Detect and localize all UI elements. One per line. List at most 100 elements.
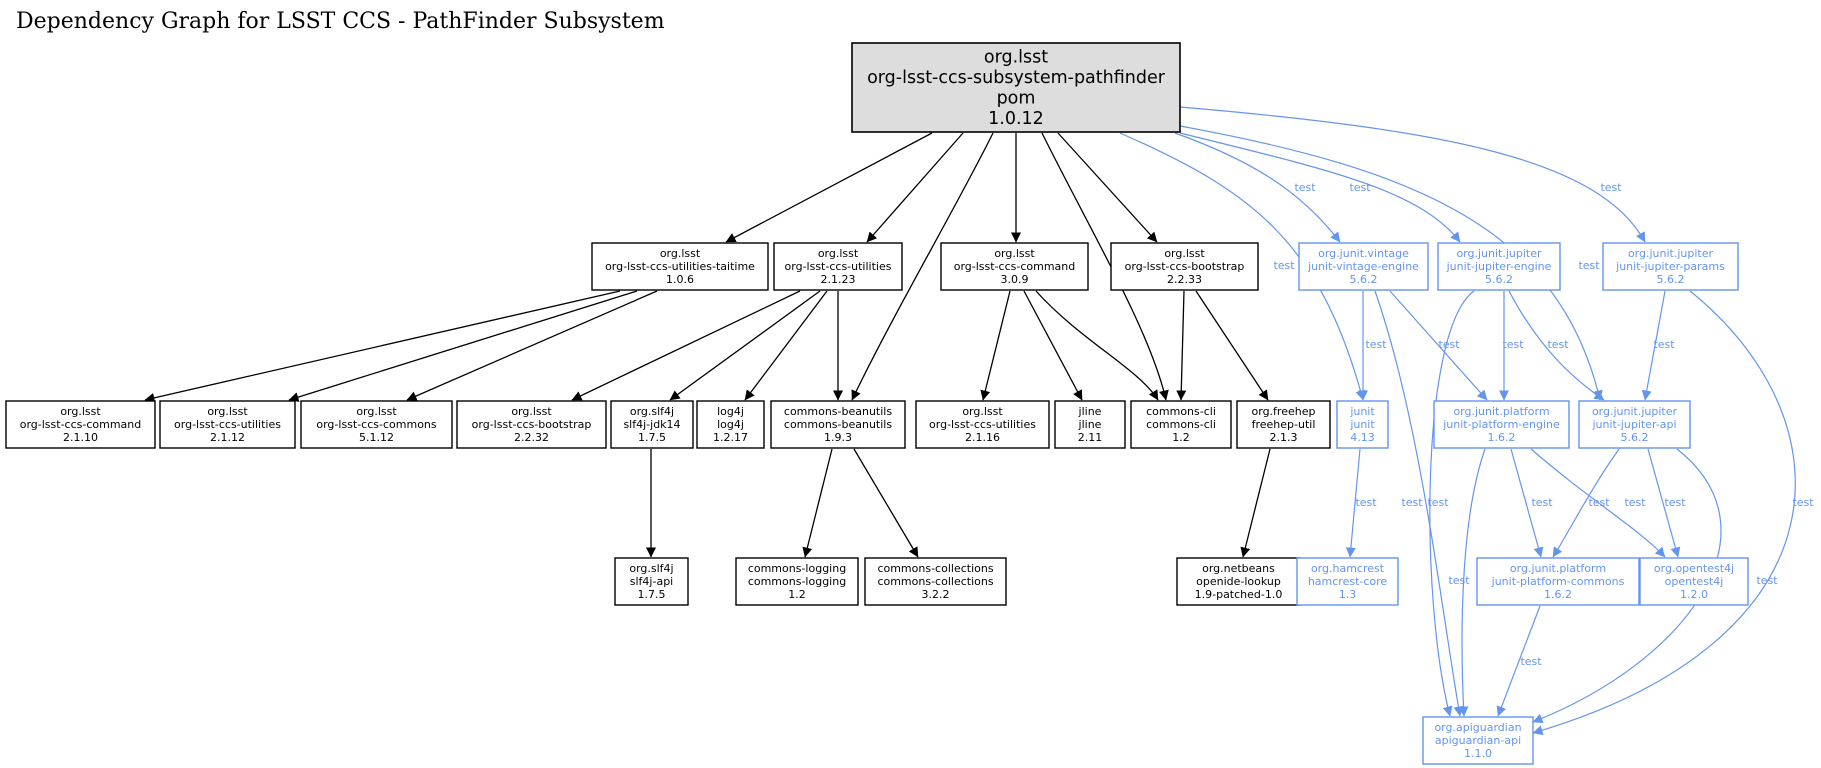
- node-label-line: 1.6.2: [1488, 431, 1516, 444]
- node-label-line: 5.6.2: [1657, 273, 1685, 286]
- node-label-line: 1.2.0: [1680, 588, 1708, 601]
- edge-root-to-util2123: [866, 132, 964, 243]
- node-label-line: freehep-util: [1252, 418, 1316, 431]
- node-jupparams[interactable]: org.junit.jupiterjunit-jupiter-params5.6…: [1602, 242, 1739, 291]
- node-label-line: junit-platform-engine: [1442, 418, 1560, 431]
- node-label-line: slf4j-jdk14: [623, 418, 680, 431]
- node-label-line: commons-logging: [748, 575, 846, 588]
- edge-label: test: [1531, 496, 1553, 509]
- node-label-line: commons-beanutils: [784, 405, 892, 418]
- edge-label: test: [1756, 574, 1778, 587]
- node-box: [614, 557, 689, 606]
- edge-label: test: [1349, 181, 1371, 194]
- node-platengine[interactable]: org.junit.platformjunit-platform-engine1…: [1433, 400, 1570, 449]
- node-label-line: org.junit.platform: [1510, 562, 1606, 575]
- edge-jupengine-to-apiguardian: [1429, 290, 1475, 717]
- edge-root-to-taitime: [725, 132, 933, 243]
- node-label-line: 1.9.3: [824, 431, 852, 444]
- node-jupengine[interactable]: org.junit.jupiterjunit-jupiter-engine5.6…: [1437, 242, 1561, 291]
- node-box: [1110, 242, 1259, 291]
- node-box: [851, 42, 1181, 133]
- node-box: [770, 400, 906, 449]
- edge-freehep-to-lookup: [1240, 448, 1271, 558]
- node-label-line: 2.11: [1078, 431, 1103, 444]
- node-label-line: 1.9-patched-1.0: [1195, 588, 1283, 601]
- node-label-line: 1.7.5: [638, 431, 666, 444]
- node-label-line: 5.6.2: [1485, 273, 1513, 286]
- node-box: [300, 400, 453, 449]
- edge-root-to-jupapi: [1179, 125, 1603, 401]
- node-box: [1639, 557, 1749, 606]
- node-box: [940, 242, 1089, 291]
- node-collections[interactable]: commons-collectionscommons-collections3.…: [864, 557, 1007, 606]
- edge-root-to-jupengine: [1179, 132, 1461, 243]
- node-label-line: org.apiguardian: [1434, 721, 1521, 734]
- node-label-line: junit: [1349, 405, 1375, 418]
- node-label-line: org.lsst: [60, 405, 101, 418]
- node-vintage[interactable]: org.junit.vintagejunit-vintage-engine5.6…: [1298, 242, 1429, 291]
- node-label-line: org.lsst: [1164, 247, 1205, 260]
- node-platcommons[interactable]: org.junit.platformjunit-platform-commons…: [1476, 557, 1640, 606]
- node-label-line: org.lsst: [511, 405, 552, 418]
- node-box: [1298, 242, 1429, 291]
- graph-title: Dependency Graph for LSST CCS - PathFind…: [16, 9, 665, 34]
- node-box: [1422, 716, 1534, 765]
- edge-bootstrap2233-to-cli: [1176, 290, 1187, 401]
- edge-platengine-to-platcommons: [1510, 448, 1544, 558]
- node-label-line: jline: [1078, 418, 1102, 431]
- node-label-line: 4.13: [1350, 431, 1375, 444]
- edge-label: test: [1427, 496, 1449, 509]
- node-lookup[interactable]: org.netbeansopenide-lookup1.9-patched-1.…: [1176, 557, 1301, 606]
- node-box: [5, 400, 156, 449]
- edge-root-to-beanutils: [851, 132, 994, 401]
- node-label-line: slf4j-api: [630, 575, 673, 588]
- node-box: [696, 400, 765, 449]
- node-label-line: 1.2: [1172, 431, 1190, 444]
- node-label-line: 1.2: [788, 588, 806, 601]
- edge-label: test: [1365, 338, 1387, 351]
- node-root[interactable]: org.lsstorg-lsst-ccs-subsystem-pathfinde…: [851, 42, 1181, 133]
- edge-label: test: [1401, 496, 1423, 509]
- node-box: [1578, 400, 1691, 449]
- node-label-line: 2.1.23: [821, 273, 856, 286]
- node-label-line: junit-jupiter-api: [1591, 418, 1676, 431]
- node-label-line: 1.1.0: [1464, 747, 1492, 760]
- node-label-line: 1.2.17: [713, 431, 748, 444]
- node-label-line: pom: [997, 89, 1036, 109]
- node-box: [773, 242, 903, 291]
- node-label-line: org.lsst: [994, 247, 1035, 260]
- node-box: [1433, 400, 1570, 449]
- node-label-line: 2.2.32: [514, 431, 549, 444]
- node-label-line: org.lsst: [207, 405, 248, 418]
- node-label-line: junit-jupiter-params: [1615, 260, 1725, 273]
- node-label-line: junit-jupiter-engine: [1446, 260, 1552, 273]
- edge-jupparams-to-jupapi: [1641, 290, 1666, 401]
- node-label-line: org.lsst: [356, 405, 397, 418]
- node-label-line: org.lsst: [962, 405, 1003, 418]
- node-taitime[interactable]: org.lsstorg-lsst-ccs-utilities-taitime1.…: [591, 242, 769, 291]
- edge-beanutils-to-logging: [802, 448, 833, 558]
- node-label-line: openide-lookup: [1196, 575, 1281, 588]
- node-label-line: 2.2.33: [1167, 273, 1202, 286]
